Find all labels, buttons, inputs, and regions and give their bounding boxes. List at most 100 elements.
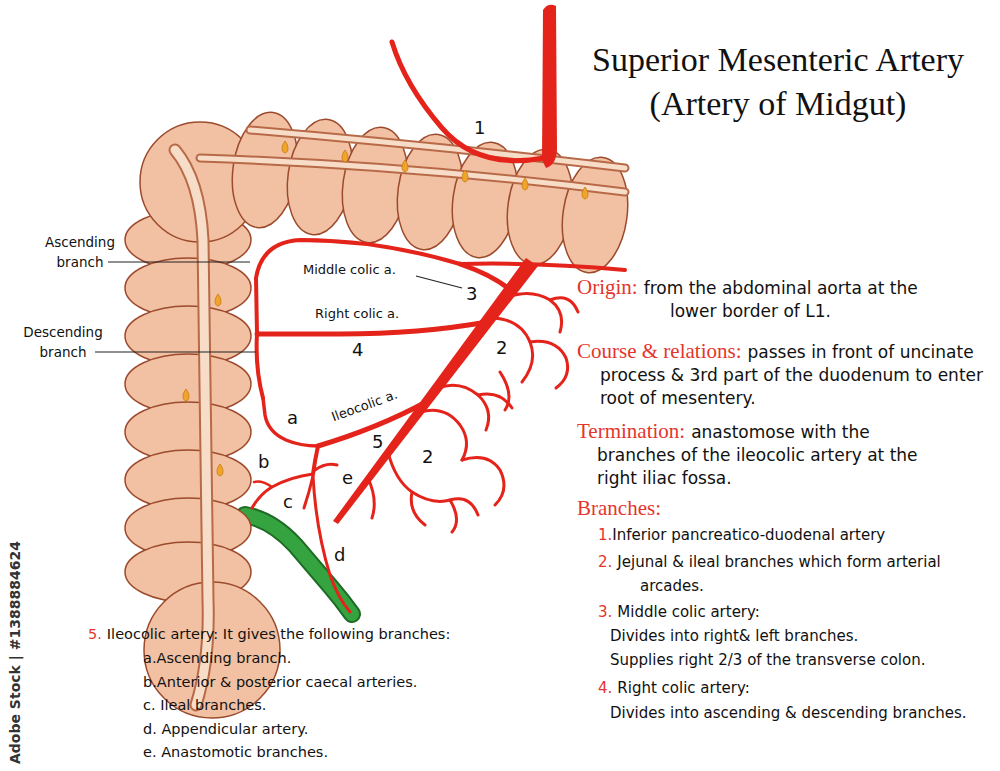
transverse-colon — [225, 108, 635, 277]
text-group: Branches: — [577, 497, 667, 521]
appendicular-artery — [313, 476, 350, 612]
watermark: Adobe Stock | #1388884624 — [7, 541, 23, 764]
text-group: Divides into ascending & descending bran… — [610, 701, 995, 725]
text-group: 3 — [466, 284, 477, 304]
taeniae-coli — [175, 130, 625, 705]
text-group: e. Anastomotic branches. — [143, 742, 328, 762]
text-group: Divides into right& left branches. — [610, 624, 995, 648]
body-text: Right colic artery: — [617, 679, 750, 697]
callout-number: 2 — [494, 337, 509, 358]
body-text: a.Ascending branch. — [143, 650, 291, 666]
text-group: 1 — [474, 118, 485, 138]
callout-number: 2 — [420, 446, 435, 467]
middle-colic-right-branch — [256, 240, 460, 334]
text-group: Ascending branch — [40, 232, 120, 272]
taenia — [250, 130, 625, 168]
text-group: d. Appendicular artery. — [143, 719, 308, 739]
sma-origin — [542, 5, 557, 168]
text-group: 2 — [420, 447, 435, 467]
text-group: Right colic a. — [315, 306, 399, 322]
body-text: c. Ileal branches. — [143, 697, 266, 713]
body-text: from the abdominal aorta at the lower bo… — [644, 278, 918, 321]
fat-drop — [462, 170, 468, 182]
body-text: d. Appendicular artery. — [143, 721, 308, 737]
body-text: Divides into right& left branches. — [610, 627, 858, 645]
arteries — [252, 5, 625, 612]
body-text: Inferior pancreatico-duodenal artery — [612, 526, 885, 544]
fat-drop — [402, 160, 408, 172]
fat-drop — [342, 150, 348, 162]
text-group: Supplies right 2/3 of the transverse col… — [610, 648, 995, 672]
part-label: Middle colic a. — [303, 262, 396, 277]
text-group: Middle colic a. — [303, 262, 396, 278]
list-number: 1. — [598, 526, 612, 544]
callout-number: 5 — [372, 431, 383, 452]
right-colic-artery — [257, 322, 487, 334]
appendix-outline — [245, 515, 352, 614]
section-heading: Branches: — [577, 496, 661, 520]
leader-line — [416, 276, 462, 288]
arcade — [550, 298, 578, 312]
text-group: b.Anterior & posterior caecal arteries. — [143, 672, 417, 692]
fat-drop — [215, 294, 221, 306]
text-group: e — [342, 468, 353, 488]
fat-drop — [522, 178, 528, 190]
text-group: c — [283, 492, 293, 512]
ileocolic-ascending-branch — [263, 398, 318, 446]
text-group: c. Ileal branches. — [143, 695, 266, 715]
section-heading: Termination: — [577, 419, 685, 443]
section-heading: Origin: — [577, 275, 638, 299]
section-heading: Course & relations: — [577, 339, 741, 363]
callout-number: 4 — [352, 339, 363, 360]
taenia-outline — [250, 130, 625, 168]
body-text: Middle colic artery: — [617, 603, 760, 621]
appendix-body — [245, 515, 352, 614]
arcade — [438, 385, 489, 430]
taenia-outline — [175, 150, 208, 705]
ileal-branch — [304, 476, 313, 508]
text-group: 2 — [494, 338, 509, 358]
callout-number: a — [287, 407, 298, 428]
arcade — [478, 394, 512, 408]
leader-lines — [95, 262, 462, 352]
text-group: 1.Inferior pancreatico-duodenal artery — [598, 523, 993, 547]
arcade — [411, 492, 425, 525]
body-text: b.Anterior & posterior caecal arteries. — [143, 674, 417, 690]
caecal-artery — [252, 474, 313, 508]
caecal-artery — [254, 482, 272, 487]
text-group: 4. Right colic artery: — [598, 676, 993, 700]
callout-number: 1 — [474, 117, 485, 138]
list-number: 2. — [598, 553, 612, 571]
body-text: Jejunal & ileal branches which form arte… — [617, 553, 940, 595]
callout-number: b — [258, 451, 269, 472]
list-number: 3. — [598, 603, 612, 621]
taenia — [175, 150, 208, 705]
arterial-arcades — [368, 293, 578, 532]
diagram-title: Superior Mesenteric Artery (Artery of Mi… — [566, 38, 990, 126]
fat-drop — [282, 141, 288, 153]
arcade — [450, 500, 457, 532]
text-group: Descending branch — [18, 322, 108, 362]
text-group: b — [258, 452, 269, 472]
text-group: d — [334, 545, 345, 565]
part-label: Right colic a. — [315, 306, 399, 321]
descending-branch — [257, 334, 263, 398]
text-group: Origin:from the abdominal aorta at the l… — [577, 276, 937, 323]
text-group: 5 — [372, 432, 383, 452]
callout-number: c — [283, 491, 293, 512]
callout-number: 3 — [466, 283, 477, 304]
fat-drop — [217, 464, 223, 476]
callout-number: e — [342, 467, 353, 488]
body-text: e. Anastomotic branches. — [143, 744, 328, 760]
text-group: Adobe Stock | #1388884624 — [6, 541, 24, 764]
arcade — [462, 458, 504, 505]
body-text: Ileocolic artery: It gives the following… — [107, 626, 450, 642]
list-number: 4. — [598, 679, 612, 697]
text-group: Termination:anastomose with the branches… — [577, 420, 932, 490]
body-text: Supplies right 2/3 of the transverse col… — [610, 651, 925, 669]
part-label: Descending branch — [23, 324, 102, 360]
text-group: 5.Ileocolic artery: It gives the followi… — [88, 624, 558, 644]
inferior-pancreaticoduodenal-artery — [392, 42, 544, 161]
arcade — [368, 478, 374, 518]
